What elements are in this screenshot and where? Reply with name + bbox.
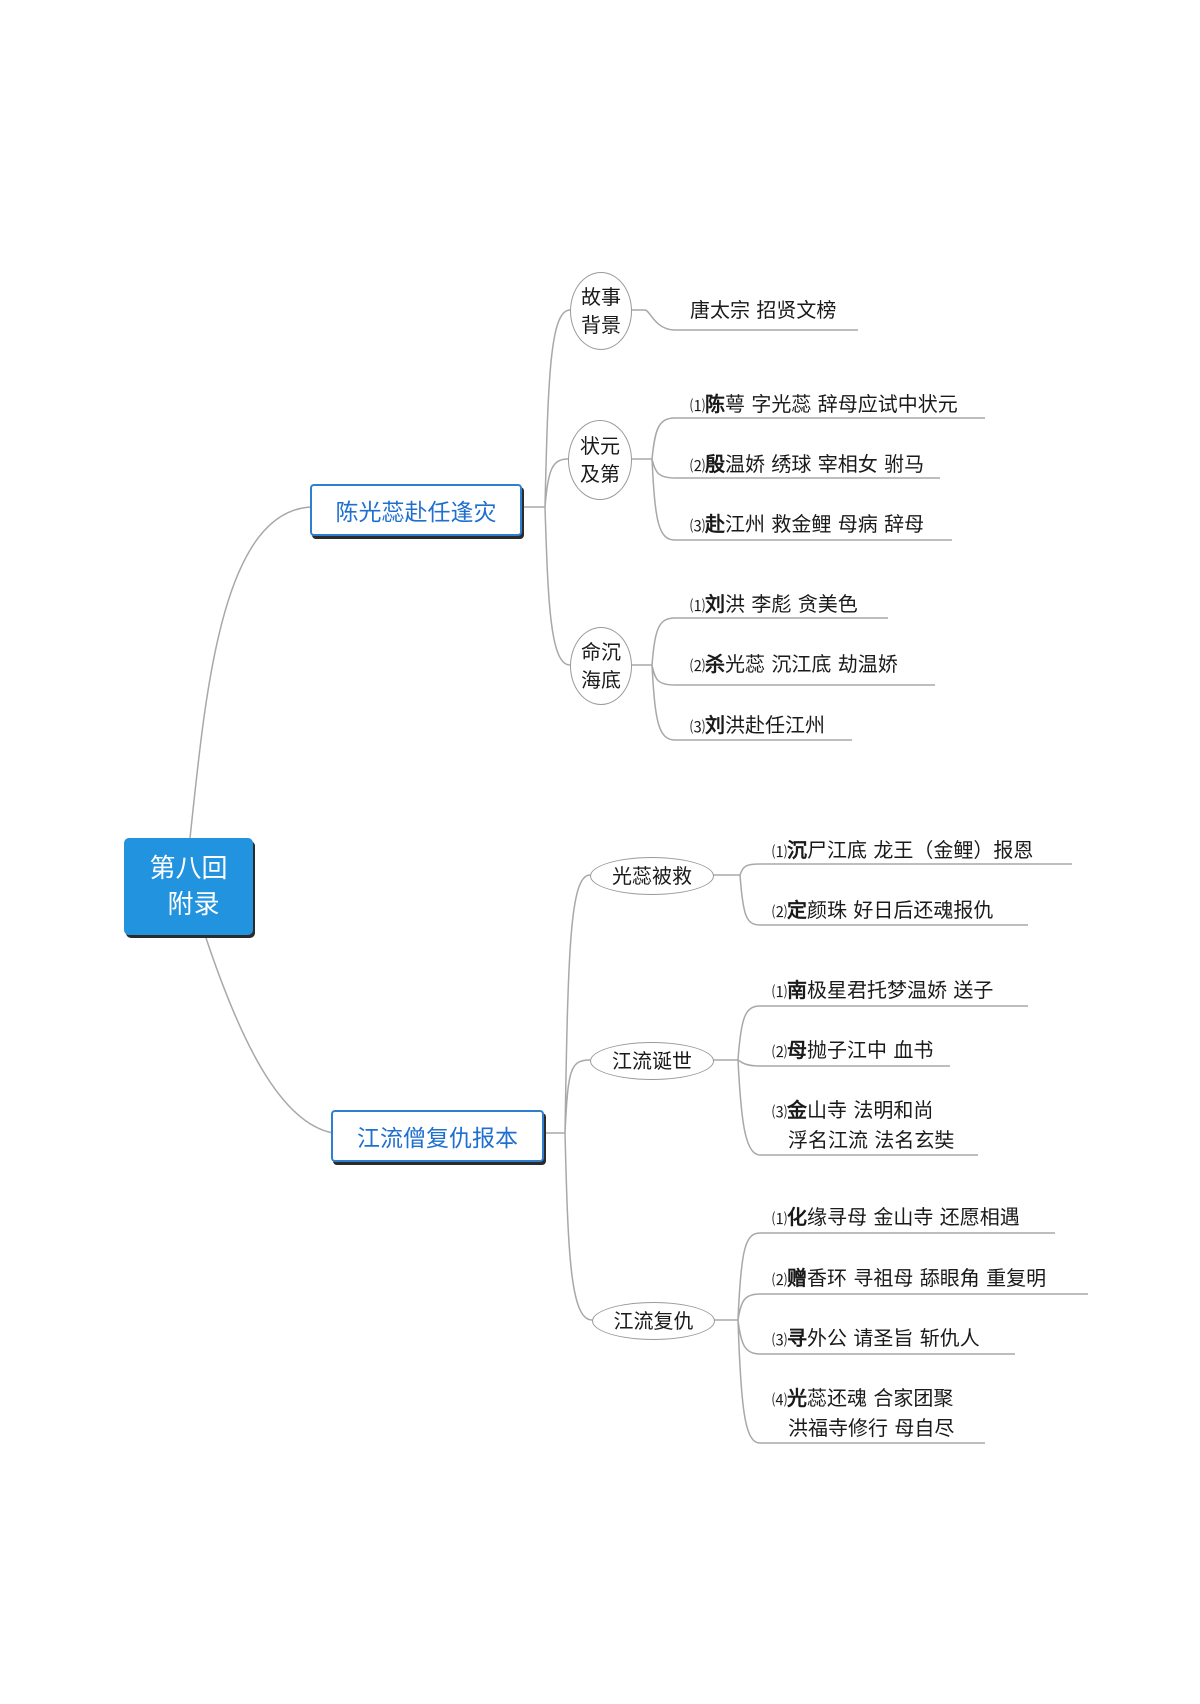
leaf-text: 蕊还魂 合家团聚 bbox=[807, 1386, 954, 1410]
leaf-keyword: 陈 bbox=[705, 392, 726, 416]
leaf-number: ⑴ bbox=[772, 1210, 788, 1228]
leaf-item[interactable]: ⑵殷温娇 绣球 宰相女 驸马 bbox=[690, 450, 924, 480]
leaf-item[interactable]: ⑴刘洪 李彪 贪美色 bbox=[690, 590, 858, 620]
leaf-text-continued: 浮名江流 法名玄奘 bbox=[788, 1128, 955, 1152]
leaf-text-continued: 洪福寺修行 母自尽 bbox=[788, 1416, 955, 1440]
leaf-item[interactable]: ⑴沉尸江底 龙王（金鲤）报恩 bbox=[772, 836, 1033, 866]
leaf-item[interactable]: ⑶寻外公 请圣旨 斩仇人 bbox=[772, 1324, 980, 1354]
leaf-text: 极星君托梦温娇 送子 bbox=[807, 978, 994, 1002]
connector-sub1-leaves bbox=[630, 309, 858, 331]
leaf-number: ⑶ bbox=[690, 718, 706, 736]
leaf-number: ⑵ bbox=[772, 1271, 788, 1289]
leaf-text: 光蕊 沉江底 劫温娇 bbox=[725, 652, 898, 676]
leaf-text: 外公 请圣旨 斩仇人 bbox=[807, 1326, 980, 1350]
root-node-line1: 第八回 bbox=[149, 853, 228, 884]
subtopic-jiangliu-revenge[interactable]: 江流复仇 bbox=[592, 1302, 715, 1340]
subtopic-line1: 状元 bbox=[580, 434, 620, 458]
leaf-keyword: 寻 bbox=[787, 1326, 808, 1350]
branch-title: 江流僧复仇报本 bbox=[357, 1126, 518, 1152]
leaf-text: 颜珠 好日后还魂报仇 bbox=[807, 898, 994, 922]
leaf-keyword: 杀 bbox=[705, 652, 726, 676]
leaf-item[interactable]: ⑶刘洪赴任江州 bbox=[690, 711, 825, 741]
leaf-text: 抛子江中 血书 bbox=[807, 1038, 934, 1062]
subtopic-sunk-sea[interactable]: 命沉 海底 bbox=[570, 627, 632, 705]
leaf-item[interactable]: ⑶金山寺 法明和尚 浮名江流 法名玄奘 bbox=[772, 1096, 954, 1154]
leaf-number: ⑵ bbox=[772, 1043, 788, 1061]
leaf-number: ⑶ bbox=[772, 1331, 788, 1349]
leaf-item[interactable]: ⑵定颜珠 好日后还魂报仇 bbox=[772, 896, 993, 926]
branch-jiangliu-monk[interactable]: 江流僧复仇报本 bbox=[331, 1110, 544, 1162]
connector-root-branch1 bbox=[189, 506, 313, 839]
leaf-number: ⑴ bbox=[772, 843, 788, 861]
leaf-keyword: 光 bbox=[787, 1386, 808, 1410]
leaf-keyword: 赴 bbox=[705, 512, 726, 536]
connector-branch1-subs bbox=[520, 309, 571, 666]
leaf-number: ⑴ bbox=[690, 597, 706, 615]
leaf-text: 缘寻母 金山寺 还愿相遇 bbox=[807, 1205, 1020, 1229]
subtopic-line1: 江流诞世 bbox=[612, 1049, 692, 1073]
leaf-keyword: 定 bbox=[787, 898, 808, 922]
branch-title: 陈光蕊赴任逢灾 bbox=[335, 500, 497, 526]
leaf-text: 洪 李彪 贪美色 bbox=[725, 592, 858, 616]
subtopic-line1: 江流复仇 bbox=[613, 1309, 694, 1333]
leaf-number: ⑴ bbox=[690, 397, 706, 415]
leaf-keyword: 刘 bbox=[705, 713, 726, 737]
leaf-item[interactable]: ⑴陈萼 字光蕊 辞母应试中状元 bbox=[690, 390, 958, 420]
connector-sub2-leaves bbox=[630, 417, 985, 541]
branch-chen-guangrui[interactable]: 陈光蕊赴任逢灾 bbox=[310, 484, 522, 536]
leaf-text: 香环 寻祖母 舔眼角 重复明 bbox=[807, 1266, 1047, 1290]
leaf-keyword: 赠 bbox=[787, 1266, 808, 1290]
leaf-number: ⑷ bbox=[772, 1391, 788, 1409]
root-node[interactable]: 第八回 附录 bbox=[124, 838, 253, 935]
connector-sub3-leaves bbox=[630, 617, 935, 741]
leaf-text: 萼 字光蕊 辞母应试中状元 bbox=[725, 392, 958, 416]
subtopic-line2: 背景 bbox=[581, 313, 621, 337]
leaf-number: ⑶ bbox=[772, 1103, 788, 1121]
leaf-keyword: 金 bbox=[787, 1098, 808, 1122]
leaf-text: 唐太宗 招贤文榜 bbox=[690, 298, 837, 322]
leaf-keyword: 沉 bbox=[787, 838, 808, 862]
leaf-item[interactable]: ⑴南极星君托梦温娇 送子 bbox=[772, 976, 993, 1006]
leaf-keyword: 刘 bbox=[705, 592, 726, 616]
subtopic-line2: 及第 bbox=[580, 462, 620, 486]
connector-sub4-leaves bbox=[712, 863, 1072, 926]
leaf-item[interactable]: ⑵杀光蕊 沉江底 劫温娇 bbox=[690, 650, 898, 680]
subtopic-guangrui-rescued[interactable]: 光蕊被救 bbox=[590, 857, 714, 895]
subtopic-line1: 光蕊被救 bbox=[612, 864, 692, 888]
leaf-number: ⑵ bbox=[772, 903, 788, 921]
leaf-number: ⑵ bbox=[690, 457, 706, 475]
leaf-keyword: 殷 bbox=[705, 452, 726, 476]
connector-branch2-subs bbox=[542, 874, 593, 1321]
leaf-keyword: 南 bbox=[787, 978, 808, 1002]
leaf-number: ⑴ bbox=[772, 983, 788, 1001]
subtopic-line1: 故事 bbox=[581, 285, 621, 309]
subtopic-jiangliu-born[interactable]: 江流诞世 bbox=[590, 1042, 714, 1080]
leaf-item[interactable]: ⑵赠香环 寻祖母 舔眼角 重复明 bbox=[772, 1264, 1046, 1294]
leaf-item[interactable]: ⑴化缘寻母 金山寺 还愿相遇 bbox=[772, 1203, 1020, 1233]
leaf-item[interactable]: ⑶赴江州 救金鲤 母病 辞母 bbox=[690, 510, 924, 540]
leaf-item[interactable]: 唐太宗 招贤文榜 bbox=[690, 296, 836, 324]
connector-root-branch2 bbox=[204, 934, 334, 1134]
subtopic-line1: 命沉 bbox=[581, 640, 621, 664]
root-node-line2: 附录 bbox=[167, 889, 220, 920]
leaf-item[interactable]: ⑷光蕊还魂 合家团聚 洪福寺修行 母自尽 bbox=[772, 1384, 954, 1442]
leaf-number: ⑵ bbox=[690, 657, 706, 675]
leaf-text: 尸江底 龙王（金鲤）报恩 bbox=[807, 838, 1034, 862]
leaf-number: ⑶ bbox=[690, 517, 706, 535]
leaf-text: 温娇 绣球 宰相女 驸马 bbox=[725, 452, 925, 476]
leaf-text: 洪赴任江州 bbox=[725, 713, 826, 737]
subtopic-background[interactable]: 故事 背景 bbox=[570, 272, 632, 350]
subtopic-line2: 海底 bbox=[581, 668, 621, 692]
subtopic-top-scholar[interactable]: 状元 及第 bbox=[568, 420, 632, 500]
connector-sub5-leaves bbox=[712, 1005, 1028, 1156]
leaf-text: 山寺 法明和尚 bbox=[807, 1098, 934, 1122]
leaf-item[interactable]: ⑵母抛子江中 血书 bbox=[772, 1036, 933, 1066]
leaf-keyword: 化 bbox=[787, 1205, 808, 1229]
leaf-text: 江州 救金鲤 母病 辞母 bbox=[725, 512, 925, 536]
connector-sub6-leaves bbox=[713, 1232, 1088, 1444]
leaf-keyword: 母 bbox=[787, 1038, 808, 1062]
